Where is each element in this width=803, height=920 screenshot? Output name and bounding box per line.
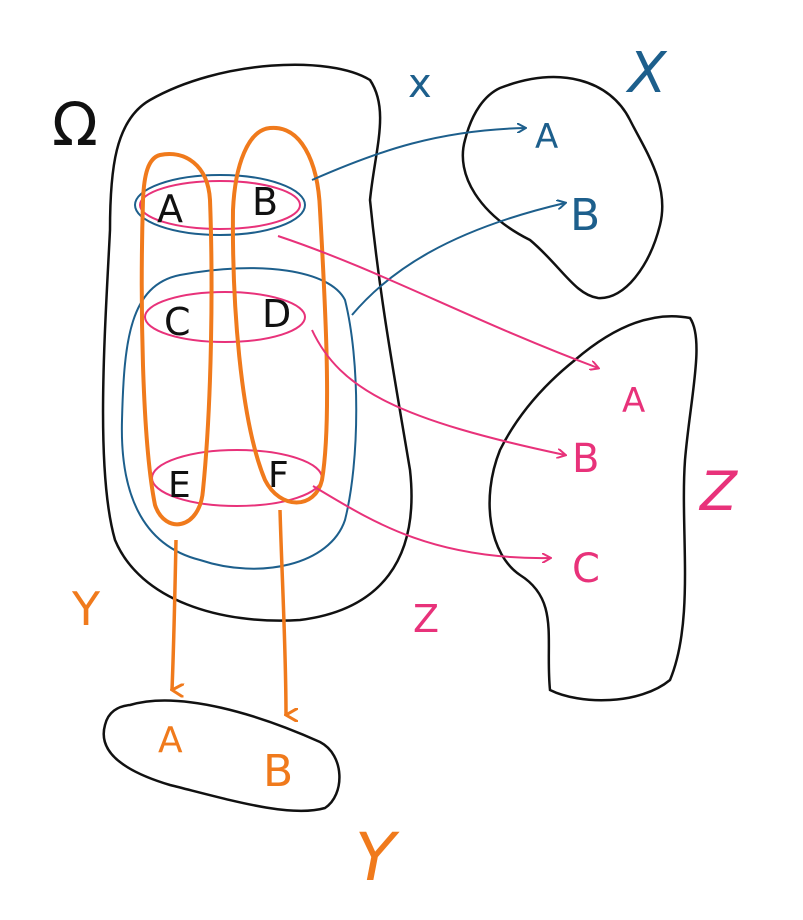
z-partition-cd	[144, 291, 306, 343]
omega-cell-f: F	[268, 455, 289, 496]
z-space-point-c: C	[572, 546, 600, 592]
y-partition-right	[230, 125, 330, 505]
omega-cell-c: C	[164, 300, 191, 344]
y-space-boundary	[102, 699, 341, 813]
z-partition-ab	[139, 180, 301, 230]
z-space-boundary	[488, 315, 698, 702]
x-partition-top	[134, 174, 306, 236]
z-arrow-ef-to-c	[312, 485, 550, 558]
z-space-label: Z	[698, 460, 738, 523]
y-partition-left	[139, 152, 214, 527]
y-variable-label: Y	[71, 582, 101, 636]
omega-label: Ω	[52, 90, 98, 160]
y-arrow-left-to-a	[172, 539, 176, 690]
z-space-point-a: A	[622, 381, 645, 421]
x-space-point-a: A	[535, 117, 558, 157]
omega-cell-e: E	[168, 465, 191, 506]
x-variable-label: x	[408, 61, 432, 107]
omega-cell-d: D	[262, 292, 291, 336]
y-space-label: Y	[355, 819, 400, 896]
omega-cell-b: B	[252, 180, 278, 224]
z-arrow-ab-to-a	[277, 235, 598, 368]
x-space-point-b: B	[570, 190, 600, 241]
x-arrow-ab-to-a	[311, 128, 525, 181]
omega-sample-space-boundary	[101, 63, 413, 622]
y-space-point-b: B	[263, 746, 293, 797]
z-space-point-b: B	[572, 436, 599, 482]
x-space-boundary	[461, 75, 664, 300]
x-space-label: X	[625, 41, 668, 106]
y-space-point-a: A	[158, 720, 183, 761]
x-partition-bottom	[120, 267, 358, 570]
z-variable-label: Z	[413, 597, 439, 641]
y-arrow-right-to-b	[278, 509, 286, 715]
omega-cell-a: A	[157, 187, 183, 231]
x-arrow-cdef-to-b	[351, 203, 565, 316]
z-arrow-cd-to-b	[311, 329, 565, 455]
